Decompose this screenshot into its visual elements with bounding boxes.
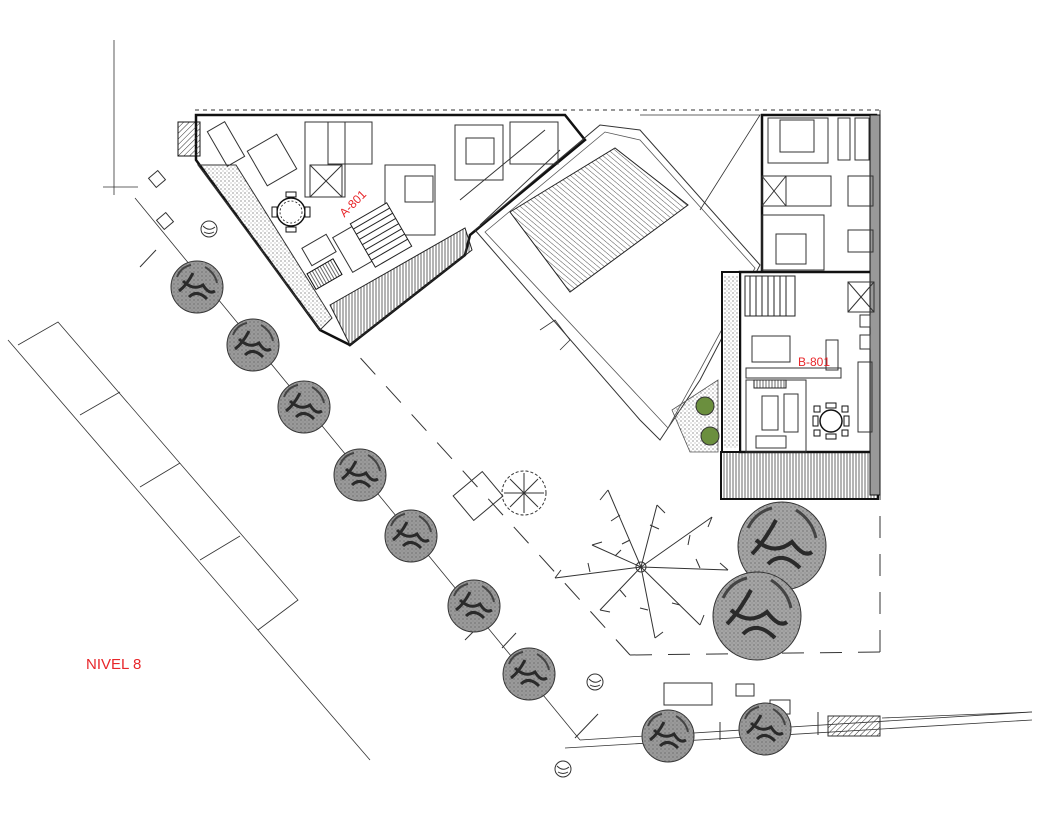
building-b: B-801 [720,113,881,500]
unit-b-label: B-801 [798,355,830,369]
bed-icon [465,137,495,165]
bedroom-a1 [384,164,436,236]
sofa-icon [761,395,779,431]
bed-icon [404,175,434,203]
tree-icon [640,708,696,764]
bed-icon [775,233,807,265]
building-a: A-801 [177,113,587,347]
tree-icon [383,508,439,564]
level-label: NIVEL 8 [86,656,141,673]
tree-icon [169,259,225,315]
sofa-icon [206,120,246,168]
palm-tree-icon [554,489,729,639]
tree-icon [225,317,281,373]
tree-icon [276,379,332,435]
sofa-icon [246,133,298,187]
site-lines [7,40,1033,761]
planter-strip [197,164,333,331]
stair-icon [349,202,413,268]
shrub-icon [695,396,715,416]
sofa-icon [751,335,791,363]
sidewalk-pavers [147,169,791,715]
bed-icon [779,119,815,153]
hatched-block [827,715,881,737]
bedroom-b2 [761,214,825,271]
stair-icon [744,275,796,389]
planter-strip-b [724,276,738,448]
terrace-deck-b [720,451,879,500]
bedroom-a2 [454,124,504,181]
tree-icon [501,646,557,702]
bedroom-b1 [767,117,829,164]
terrace-deck [329,227,473,346]
tree-icon [446,578,502,634]
courtyard-void [474,114,761,441]
tree-icon [711,570,803,662]
dining-table-icon [271,191,311,233]
grille [306,258,343,291]
louvered-roof [509,147,689,293]
shrub-icon [700,426,720,446]
stair-hatch [177,121,201,157]
tree-icon [737,701,793,757]
tree-icon [501,470,547,516]
garden-bed [671,379,720,453]
dining-table-icon [812,402,850,440]
tree-icon [332,447,388,503]
